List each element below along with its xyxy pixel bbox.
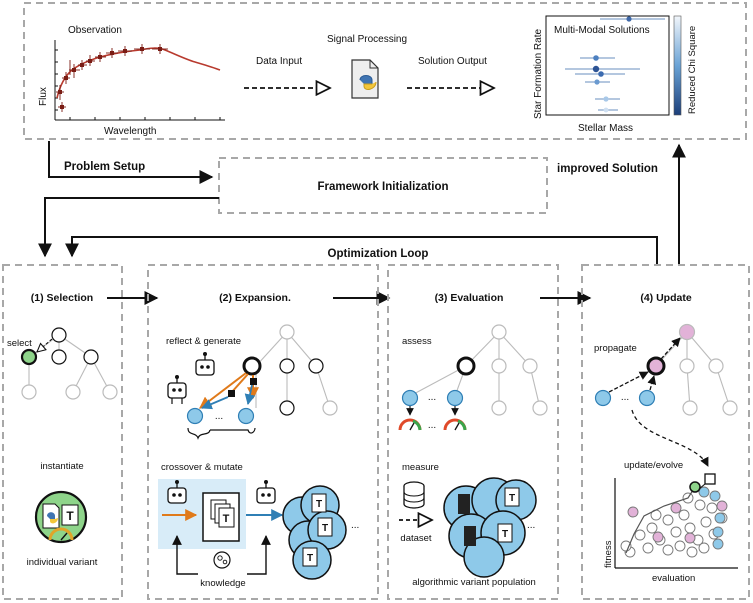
selection-title: (1) Selection: [31, 292, 93, 304]
observation-plot: Observation Flux Wavelength: [38, 25, 225, 137]
problem-setup-arrow: [48, 141, 214, 184]
wavelength-axis-label: Wavelength: [104, 126, 156, 137]
svg-text:T: T: [509, 493, 515, 504]
measure-label: measure: [402, 462, 439, 473]
stellar-mass-axis-label: Stellar Mass: [578, 123, 633, 134]
evaluation-ellipsis: ...: [428, 392, 436, 403]
selection-panel: [2, 264, 123, 600]
select-label: select: [7, 338, 32, 349]
robot-icon-4: [256, 480, 276, 504]
individual-variant-icon: T: [34, 490, 88, 544]
update-evolve-label: update/evolve: [624, 460, 683, 471]
reflect-generate-label: reflect & generate: [166, 336, 241, 347]
observation-title: Observation: [68, 25, 122, 36]
expansion-ellipsis: ...: [215, 411, 223, 422]
svg-text:T: T: [66, 509, 74, 523]
propagated-node: [646, 356, 666, 376]
robot-icon-2: [167, 375, 187, 404]
update-panel: [581, 264, 750, 600]
optimization-loop-label: Optimization Loop: [328, 248, 429, 260]
sfr-axis-label: Star Formation Rate: [533, 29, 544, 119]
assess-label: assess: [402, 336, 432, 347]
selection-tree: [20, 327, 118, 400]
expansion-tree: ...: [186, 324, 338, 440]
flux-axis-label: Flux: [38, 87, 49, 106]
crossover-mutate-label: crossover & mutate: [161, 462, 243, 473]
population-label: algorithmic variant population: [412, 577, 536, 588]
python-file-icon: [351, 59, 379, 99]
framework-init-label: Framework Initialization: [318, 181, 449, 193]
top-panel: [23, 2, 747, 140]
evaluation-title: (3) Evaluation: [435, 292, 504, 304]
svg-text:T: T: [316, 499, 322, 510]
colorbar-label: Reduced Chi Square: [687, 26, 698, 114]
evaluation-panel: [387, 264, 559, 600]
knowledge-arrow-left: [172, 535, 198, 575]
fitness-axis-label: fitness: [603, 540, 614, 568]
svg-text:T: T: [502, 529, 508, 540]
knowledge-brain-icon: [213, 551, 231, 569]
robot-icon: [195, 352, 215, 376]
expanded-parent-node: [242, 356, 262, 376]
svg-text:T: T: [322, 523, 328, 534]
dataset-label: dataset: [400, 533, 432, 544]
problem-setup-label: Problem Setup: [64, 161, 145, 173]
colorbar: [673, 15, 682, 116]
fitness-scatter: fitness evaluation: [603, 473, 738, 584]
individual-variant-label: individual variant: [27, 557, 98, 568]
spectrum-curve: [56, 47, 221, 99]
optimization-loop-arrow: [65, 236, 658, 265]
gauge-icon-b: [443, 418, 467, 431]
expansion-title: (2) Expansion.: [219, 292, 291, 304]
svg-text:T: T: [307, 553, 313, 564]
signal-processing-label: Signal Processing: [327, 34, 407, 45]
database-icon: [403, 481, 425, 509]
svg-text:...: ...: [351, 520, 359, 531]
svg-text:...: ...: [527, 520, 535, 531]
gauge-icon-a: [398, 418, 422, 431]
solution-output-label: Solution Output: [418, 56, 487, 67]
select-arrow: [37, 338, 53, 352]
expansion-population: T T T ...: [282, 485, 359, 580]
selected-node: [20, 348, 38, 366]
expansion-panel: [147, 264, 379, 600]
solutions-plot: Multi-Modal Solutions Star Formation Rat…: [533, 15, 698, 134]
robot-icon-3: [167, 480, 187, 504]
evaluation-tree: ... ...: [398, 324, 548, 431]
svg-text:...: ...: [428, 420, 436, 431]
solutions-plot-title: Multi-Modal Solutions: [554, 25, 650, 36]
knowledge-label: knowledge: [200, 578, 245, 589]
document-icon: T: [202, 492, 240, 542]
gauge-icon: [48, 527, 74, 541]
instantiate-label: instantiate: [40, 461, 83, 472]
update-ellipsis: ...: [621, 392, 629, 403]
update-title: (4) Update: [640, 292, 691, 304]
framework-init-box: [218, 157, 548, 214]
update-evolve-arrow: [631, 409, 709, 467]
init-to-selection-arrow: [38, 197, 219, 258]
propagate-label: propagate: [594, 343, 637, 354]
update-tree: ...: [594, 323, 738, 416]
evaluation-axis-label: evaluation: [652, 573, 695, 584]
data-input-label: Data Input: [256, 56, 302, 67]
knowledge-arrow-right: [247, 535, 271, 575]
improved-solution-label: improved Solution: [557, 163, 658, 175]
evaluation-population: T T ...: [443, 477, 537, 578]
svg-text:T: T: [223, 513, 230, 525]
